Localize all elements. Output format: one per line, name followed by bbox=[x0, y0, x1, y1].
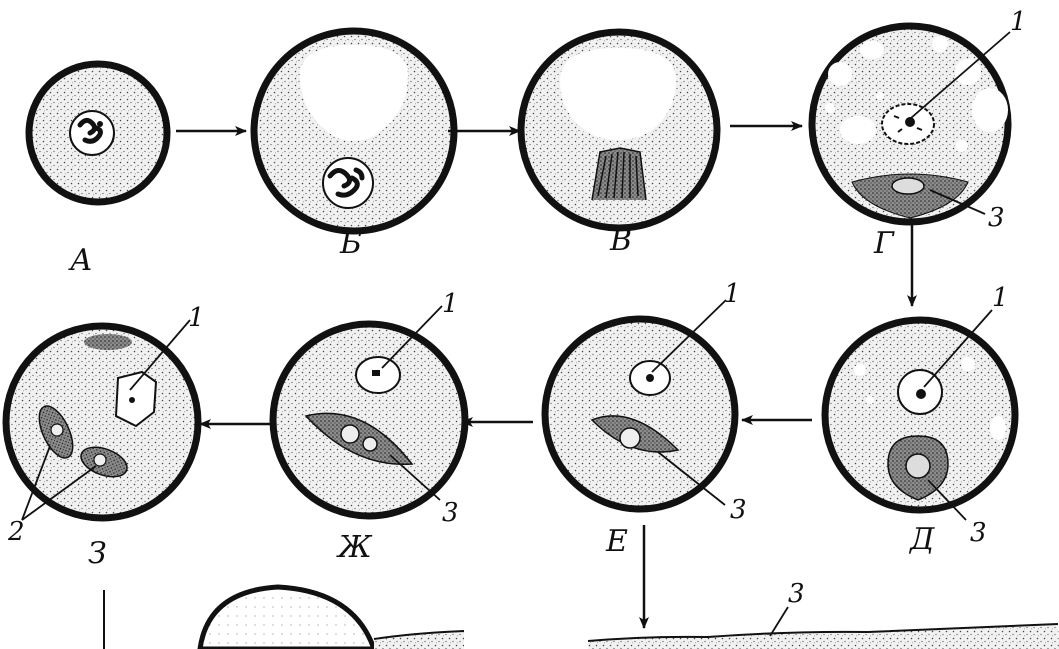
spindle-v bbox=[592, 148, 646, 200]
nucleus-e bbox=[630, 361, 670, 395]
label-z: З bbox=[88, 536, 107, 571]
number-d-1: 1 bbox=[992, 283, 1009, 313]
bottom-cell-partial bbox=[200, 587, 464, 649]
bottom-tissue-strip bbox=[588, 624, 1059, 649]
number-g-1: 1 bbox=[1010, 7, 1027, 37]
number-zh-3: 3 bbox=[442, 498, 459, 528]
cell-d bbox=[825, 320, 1015, 510]
number-e-3: 3 bbox=[730, 495, 747, 525]
leader-bottom-3 bbox=[770, 607, 788, 636]
label-d: Д bbox=[908, 522, 935, 557]
cell-v bbox=[521, 32, 717, 228]
number-zh-1: 1 bbox=[442, 289, 459, 319]
number-d-3: 3 bbox=[970, 518, 987, 548]
number-bottom-3: 3 bbox=[788, 579, 805, 609]
cell-e bbox=[545, 319, 735, 509]
cell-b bbox=[254, 31, 454, 231]
label-b: Б bbox=[339, 226, 362, 261]
nucleus-d bbox=[898, 370, 942, 414]
number-z-2: 2 bbox=[7, 517, 25, 547]
label-v: В bbox=[609, 223, 632, 258]
number-z-1: 1 bbox=[188, 303, 205, 333]
number-g-3: 3 bbox=[988, 203, 1005, 233]
nucleus-b bbox=[323, 158, 373, 208]
label-zh: Ж bbox=[336, 530, 373, 565]
label-e: Е bbox=[605, 524, 628, 559]
cell-a bbox=[29, 64, 167, 202]
cap-z bbox=[84, 334, 132, 350]
label-g: Г bbox=[873, 226, 895, 261]
nucleus-a bbox=[70, 111, 114, 155]
label-a: А bbox=[68, 243, 93, 278]
nucleus-zh bbox=[356, 357, 400, 393]
number-e-1: 1 bbox=[724, 279, 741, 309]
cell-g bbox=[812, 26, 1008, 222]
cell-zh bbox=[273, 324, 465, 516]
nucleus-g bbox=[882, 104, 934, 144]
cell-z bbox=[6, 326, 198, 518]
